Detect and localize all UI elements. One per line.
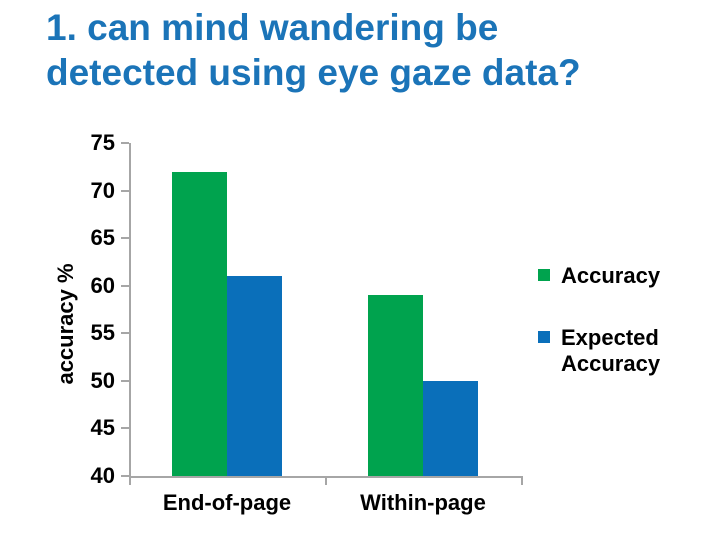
y-axis-line	[129, 143, 131, 478]
legend-entry-accuracy: Accuracy	[538, 263, 660, 289]
slide-title-line1: 1. can mind wandering be	[46, 7, 499, 48]
y-tick-75	[121, 142, 129, 144]
y-tick-40	[121, 475, 129, 477]
bar-expected-accuracy-within-page	[423, 380, 478, 476]
bar-expected-accuracy-end-of-page	[227, 276, 282, 476]
y-tick-70	[121, 189, 129, 192]
bar-accuracy-within-page	[368, 295, 423, 476]
y-tick-60	[121, 284, 129, 287]
y-tick-50	[121, 379, 129, 382]
y-tick-label-45: 45	[90, 415, 115, 441]
y-tick-label-60: 60	[90, 272, 115, 298]
x-tick-2	[521, 476, 523, 485]
legend-label-expected-accuracy: Expected Accuracy	[561, 325, 661, 376]
bar-accuracy-end-of-page	[172, 171, 227, 476]
y-tick-label-75: 75	[90, 130, 115, 155]
legend-label-accuracy: Accuracy	[561, 263, 661, 288]
y-tick-label-70: 70	[90, 177, 115, 203]
y-tick-label-65: 65	[90, 225, 115, 251]
y-tick-label-55: 55	[90, 320, 115, 346]
y-tick-65	[121, 237, 129, 240]
slide-title-line2: detected using eye gaze data?	[46, 52, 581, 93]
x-tick-1	[325, 476, 327, 485]
x-category-label-within-page: Within-page	[360, 490, 486, 515]
slide-title: 1. can mind wandering be detected using …	[46, 5, 646, 95]
y-tick-55	[121, 332, 129, 335]
x-category-label-end-of-page: End-of-page	[162, 490, 292, 515]
legend-swatch-accuracy	[538, 269, 550, 281]
y-tick-label-50: 50	[90, 367, 115, 393]
y-tick-45	[121, 427, 129, 430]
y-tick-label-40: 40	[90, 463, 115, 488]
x-tick-0	[129, 476, 131, 485]
legend-entry-expected-accuracy: Expected Accuracy	[538, 325, 681, 377]
legend-swatch-expected-accuracy	[538, 331, 550, 343]
